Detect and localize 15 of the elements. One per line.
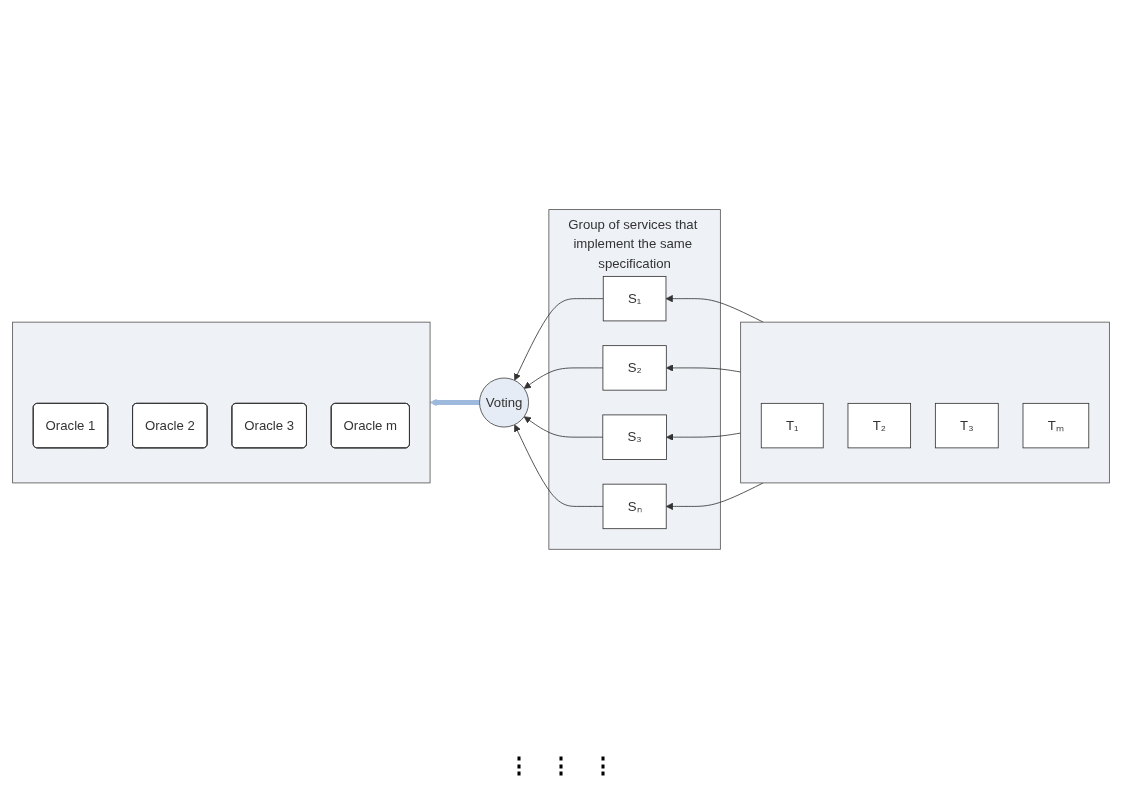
node-box: Tₘ bbox=[1022, 403, 1090, 449]
ellipsis-mark: ⋮ bbox=[592, 753, 614, 779]
node-box: S₁ bbox=[602, 276, 667, 322]
node-circle: Voting bbox=[479, 377, 529, 428]
node-box: T₃ bbox=[934, 403, 999, 449]
node-box: Sₙ bbox=[602, 483, 667, 530]
node-box: T₁ bbox=[760, 403, 824, 449]
cluster bbox=[740, 321, 1110, 484]
node-box: S₃ bbox=[602, 414, 667, 460]
cluster bbox=[12, 321, 431, 484]
ellipsis-mark: ⋮ bbox=[550, 753, 572, 779]
node-box: T₂ bbox=[847, 403, 912, 449]
ellipsis-mark: ⋮ bbox=[508, 753, 530, 779]
arrow bbox=[429, 398, 480, 407]
node-box: S₂ bbox=[602, 345, 667, 391]
